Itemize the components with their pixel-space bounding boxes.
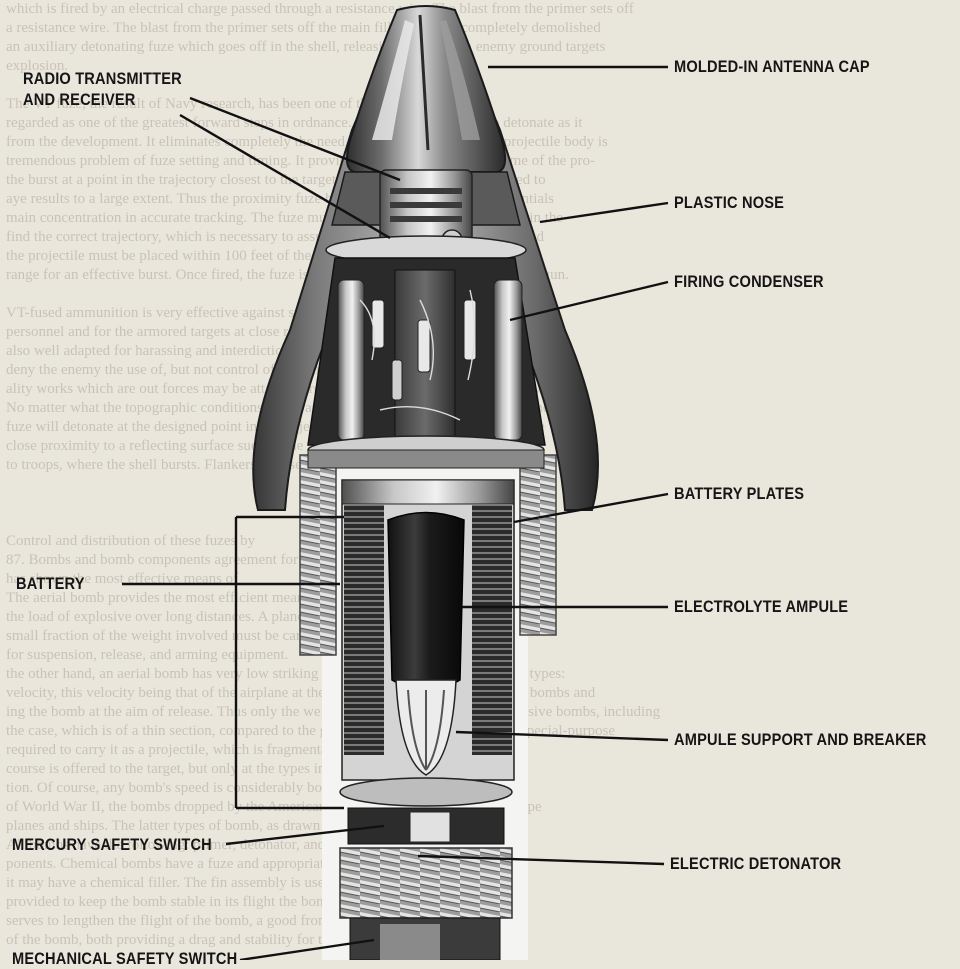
leader-mercury xyxy=(225,824,385,846)
leader-firing-condenser xyxy=(509,280,669,322)
label-battery-plates: BATTERY PLATES xyxy=(674,484,805,503)
background-text-line: which is fired by an electrical charge p… xyxy=(6,1,634,17)
radio-coil-2 xyxy=(390,202,462,208)
radio-coil-1 xyxy=(390,188,462,194)
label-ampule-support: AMPULE SUPPORT AND BREAKER xyxy=(674,730,927,749)
label-mercury-switch: MERCURY SAFETY SWITCH xyxy=(12,835,212,854)
background-text-line: ponents. Chemical bombs have a fuze and … xyxy=(6,856,408,872)
leader-plastic-nose xyxy=(539,201,669,224)
condenser-left xyxy=(337,279,365,441)
leader-battery-plates xyxy=(513,492,669,524)
leader-radio-2 xyxy=(179,113,391,240)
antenna-cap-ridge xyxy=(418,14,430,151)
battery-plates-right xyxy=(472,505,512,755)
leader-mechanical xyxy=(239,938,375,960)
label-radio-transmitter-line1: RADIO TRANSMITTER xyxy=(23,69,182,88)
label-radio-transmitter-line2: AND RECEIVER xyxy=(23,90,136,109)
nose-thread-left xyxy=(299,454,337,656)
wiring xyxy=(359,289,476,421)
mechanical-safety-core xyxy=(380,924,440,960)
label-electrolyte-ampule: ELECTROLYTE AMPULE xyxy=(674,597,849,616)
background-text-line: explosion. xyxy=(6,58,69,74)
leader-lines xyxy=(122,65,669,960)
detonator-plug xyxy=(409,811,451,843)
battery-plates-left xyxy=(344,505,384,755)
label-plastic-nose: PLASTIC NOSE xyxy=(674,193,785,212)
label-firing-condenser: FIRING CONDENSER xyxy=(674,272,824,291)
leader-detonator xyxy=(417,854,665,866)
resistor-2 xyxy=(417,319,431,373)
battery-collar xyxy=(341,479,515,505)
condenser-right xyxy=(493,279,523,441)
antenna-cap-part xyxy=(345,5,507,173)
booster-thread xyxy=(339,847,513,919)
lower-disk xyxy=(339,777,513,807)
background-text-line: planes and ships. The latter types of bo… xyxy=(6,818,376,834)
separator-rim xyxy=(307,449,545,469)
label-radio-transmitter: RADIO TRANSMITTER AND RECEIVER xyxy=(23,68,182,110)
nose-thread-right xyxy=(519,454,557,636)
ampule-glass xyxy=(387,511,465,691)
leader-ampule-support xyxy=(455,730,669,742)
background-text-line: for suspension, release, and arming equi… xyxy=(6,647,289,663)
radio-coil-3 xyxy=(390,216,462,222)
ampule-breaker-ribs xyxy=(407,689,445,771)
resistor-1 xyxy=(371,299,385,349)
background-text-line: of the bomb, both providing a drag and s… xyxy=(6,932,373,948)
antenna-cap-fin-right xyxy=(440,20,480,140)
resistor-3 xyxy=(463,299,477,361)
leader-radio-1 xyxy=(189,96,401,182)
background-text-line: Control and distribution of these fuzes … xyxy=(6,533,256,549)
antenna-cap-fin-left xyxy=(372,20,414,140)
label-battery: BATTERY xyxy=(16,574,85,593)
label-antenna-cap: MOLDED-IN ANTENNA CAP xyxy=(674,57,870,76)
background-text-line: it may have a chemical filler. The fin a… xyxy=(6,875,384,891)
background-text-line: The VT fuze, the result of Navy research… xyxy=(6,96,425,112)
label-electric-detonator: ELECTRIC DETONATOR xyxy=(670,854,842,873)
resistor-4 xyxy=(391,359,403,401)
label-mechanical-safety: MECHANICAL SAFETY SWITCH xyxy=(12,949,238,968)
